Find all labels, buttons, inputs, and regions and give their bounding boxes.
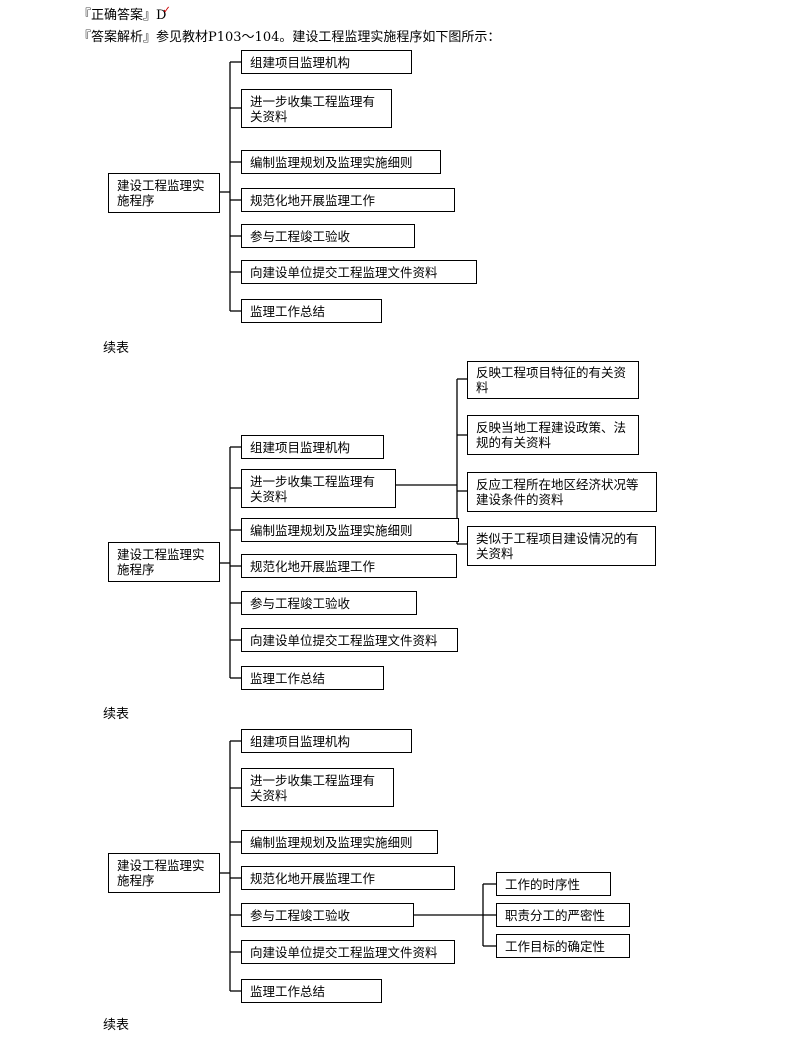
- material-box: 反映工程项目特征的有关资料: [467, 361, 639, 399]
- step-box: 编制监理规划及监理实施细则: [241, 150, 441, 174]
- step-box: 向建设单位提交工程监理文件资料: [241, 940, 455, 964]
- rule-box: 工作目标的确定性: [496, 934, 630, 958]
- step-box: 向建设单位提交工程监理文件资料: [241, 628, 458, 652]
- root-box: 建设工程监理实施程序: [108, 542, 220, 582]
- step-box: 向建设单位提交工程监理文件资料: [241, 260, 477, 284]
- material-box: 类似于工程项目建设情况的有关资料: [467, 526, 656, 566]
- correct-answer-text: 『正确答案』D: [78, 8, 167, 23]
- step-box: 组建项目监理机构: [241, 50, 412, 74]
- correct-answer: 『正确答案』D✓: [78, 4, 175, 23]
- step-box: 监理工作总结: [241, 666, 384, 690]
- step-box: 参与工程竣工验收: [241, 224, 415, 248]
- root-box: 建设工程监理实施程序: [108, 853, 220, 893]
- root-box: 建设工程监理实施程序: [108, 173, 220, 213]
- step-box: 进一步收集工程监理有关资料: [241, 89, 392, 128]
- step-box: 规范化地开展监理工作: [241, 866, 455, 890]
- step-box: 进一步收集工程监理有关资料: [241, 469, 396, 508]
- continued-label: 续表: [103, 1018, 130, 1033]
- step-box: 规范化地开展监理工作: [241, 554, 457, 578]
- material-box: 反应工程所在地区经济状况等建设条件的资料: [467, 472, 657, 512]
- step-box: 参与工程竣工验收: [241, 591, 417, 615]
- continued-label: 续表: [103, 341, 130, 356]
- step-box: 监理工作总结: [241, 299, 382, 323]
- answer-analysis: 『答案解析』参见教材P103～104。建设工程监理实施程序如下图所示：: [78, 30, 501, 45]
- step-box: 规范化地开展监理工作: [241, 188, 455, 212]
- step-box: 组建项目监理机构: [241, 729, 412, 753]
- material-box: 反映当地工程建设政策、法规的有关资料: [467, 415, 639, 455]
- check-mark-icon: ✓: [162, 5, 171, 16]
- step-box: 监理工作总结: [241, 979, 382, 1003]
- diagram-1-connectors: [220, 61, 241, 312]
- diagram-2-connectors: [220, 378, 467, 679]
- step-box: 组建项目监理机构: [241, 435, 384, 459]
- rule-box: 工作的时序性: [496, 872, 611, 896]
- step-box: 进一步收集工程监理有关资料: [241, 768, 394, 807]
- rule-box: 职责分工的严密性: [496, 903, 630, 927]
- step-box: 参与工程竣工验收: [241, 903, 414, 927]
- step-box: 编制监理规划及监理实施细则: [241, 518, 459, 542]
- step-box: 编制监理规划及监理实施细则: [241, 830, 438, 854]
- continued-label: 续表: [103, 707, 130, 722]
